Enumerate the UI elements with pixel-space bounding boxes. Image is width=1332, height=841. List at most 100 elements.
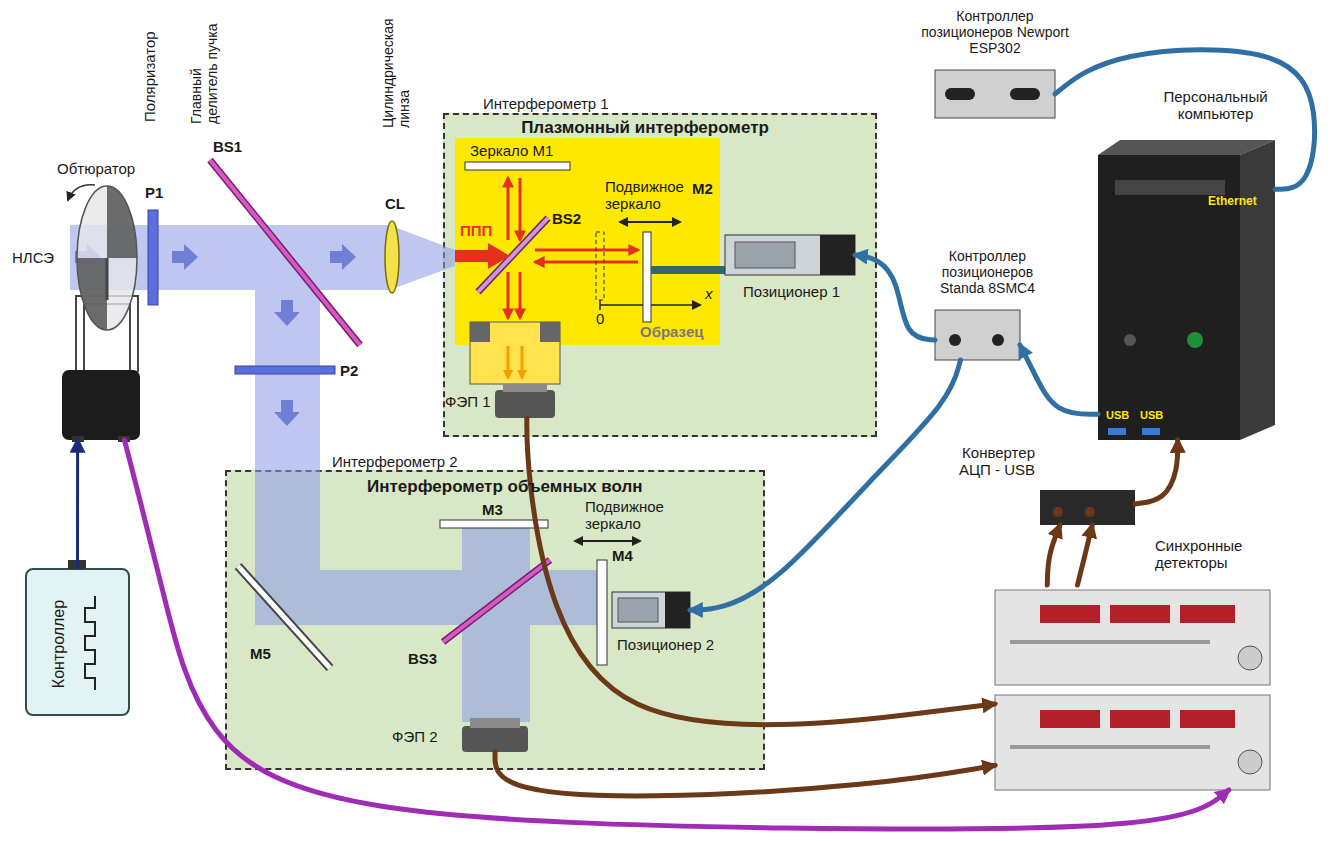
positioner-body xyxy=(618,598,658,622)
beam-arrow xyxy=(274,300,300,326)
node-label: Интерферометр 1 xyxy=(483,95,609,112)
optical-chopper xyxy=(62,370,140,440)
cable-connector xyxy=(1135,440,1178,504)
plasmon-optics xyxy=(540,322,560,342)
controller-device xyxy=(935,70,1055,118)
plasmon-optics xyxy=(651,266,730,274)
pulse-symbol xyxy=(85,596,95,690)
beam-splitter xyxy=(210,160,360,345)
part-label: x xyxy=(705,285,713,302)
polarizer xyxy=(148,210,158,305)
controller-device xyxy=(1040,490,1135,525)
pulse-symbol xyxy=(68,560,95,690)
cylindrical-lens xyxy=(385,221,399,293)
node-label: Ethernet xyxy=(1208,195,1257,209)
bulk-optics xyxy=(575,540,640,542)
node-label: Обтюратор xyxy=(57,160,135,177)
computer-tower xyxy=(1124,334,1136,346)
node-label: Персональный компьютер xyxy=(1148,88,1283,123)
cable-connector xyxy=(690,360,961,610)
positioner-body xyxy=(665,592,690,628)
plasmon-optics xyxy=(519,272,522,318)
node-label: Интерферометр объемных волн xyxy=(367,477,643,497)
lock-in-body xyxy=(1040,605,1100,623)
controller-device xyxy=(992,334,1004,346)
node-label: Позиционер 2 xyxy=(617,636,714,653)
part-label: BS2 xyxy=(552,210,581,227)
plasmon-optics xyxy=(596,232,604,300)
node-label: Конвертер АЦП - USB xyxy=(940,444,1035,479)
cable-connector xyxy=(1047,525,1060,585)
node-label: ФЭП 2 xyxy=(392,728,437,745)
node-label: Синхронные детекторы xyxy=(1155,537,1267,572)
optical-chopper xyxy=(68,185,95,200)
node-label: USB xyxy=(1106,409,1129,422)
light-beam xyxy=(462,528,530,722)
photomultiplier-body xyxy=(470,718,520,728)
cable-connector xyxy=(76,440,79,568)
controller-device xyxy=(945,88,975,100)
cable-connector xyxy=(124,440,1228,829)
controller-device xyxy=(935,310,1020,360)
pulse-controller: Контроллер xyxy=(25,568,130,716)
cylindrical-lens xyxy=(385,221,399,293)
node-label: Плазмонный интерферометр xyxy=(465,118,825,138)
optical-chopper xyxy=(62,185,140,442)
lock-in-body xyxy=(1110,710,1170,728)
computer-tower xyxy=(1108,428,1126,435)
part-label: Подвижное зеркало xyxy=(585,498,671,533)
part-label: Поляризатор xyxy=(141,31,158,122)
lock-in-body xyxy=(995,590,1270,790)
beam-splitter xyxy=(443,560,550,642)
part-label: CL xyxy=(385,195,405,212)
photomultiplier-body xyxy=(462,384,555,752)
cable-connector xyxy=(1055,50,1315,189)
controller-device xyxy=(949,334,961,346)
optical-chopper xyxy=(107,186,137,258)
node-label: ФЭП 1 xyxy=(445,393,490,410)
optical-chopper xyxy=(77,186,137,330)
node-label: Интерферометр 2 xyxy=(332,453,458,470)
polarizer xyxy=(148,210,335,374)
controller-device xyxy=(1085,507,1095,517)
node-label: Контроллер xyxy=(50,600,68,688)
plasmon-optics xyxy=(620,221,680,223)
bulk-optics xyxy=(440,520,548,528)
computer-tower xyxy=(1142,428,1160,435)
plasmon-optics xyxy=(507,346,510,378)
lock-in-body xyxy=(995,695,1270,790)
computer-tower xyxy=(1187,332,1203,348)
plasmon-optics xyxy=(521,346,524,378)
plasmon-optics xyxy=(535,249,638,252)
part-label: M2 xyxy=(692,180,713,197)
plasmon-optics xyxy=(643,232,651,322)
lock-in-body xyxy=(1010,745,1210,749)
light-beam xyxy=(392,226,455,289)
part-label: BS3 xyxy=(408,650,437,667)
beam-arrow xyxy=(274,400,300,426)
cable-connector xyxy=(527,418,995,725)
part-label: M4 xyxy=(612,547,633,564)
node-label: Позиционер 1 xyxy=(743,283,840,300)
part-label: BS1 xyxy=(213,138,242,155)
part-label: M3 xyxy=(482,501,503,518)
lock-in-body xyxy=(995,590,1270,685)
beam-splitter xyxy=(443,560,550,642)
computer-tower xyxy=(1098,155,1240,440)
computer-tower xyxy=(1115,180,1225,195)
plasmon-optics xyxy=(507,272,510,318)
part-label: P1 xyxy=(145,184,163,201)
cable-connector xyxy=(495,752,995,796)
light-beam xyxy=(255,258,320,625)
part-label: Цилиндрическая линза xyxy=(380,10,412,128)
cable-connector xyxy=(1020,345,1098,414)
controller-device xyxy=(1010,88,1040,100)
plasmon-optics xyxy=(535,261,638,264)
lock-in-body xyxy=(1040,710,1100,728)
part-label: Подвижное зеркало xyxy=(605,178,689,213)
computer-tower xyxy=(1240,140,1275,440)
part-label: Главный делитель пучка xyxy=(188,12,220,124)
plasmon-optics xyxy=(599,300,601,310)
lock-in-body xyxy=(1238,750,1262,774)
photomultiplier-body xyxy=(462,726,528,752)
